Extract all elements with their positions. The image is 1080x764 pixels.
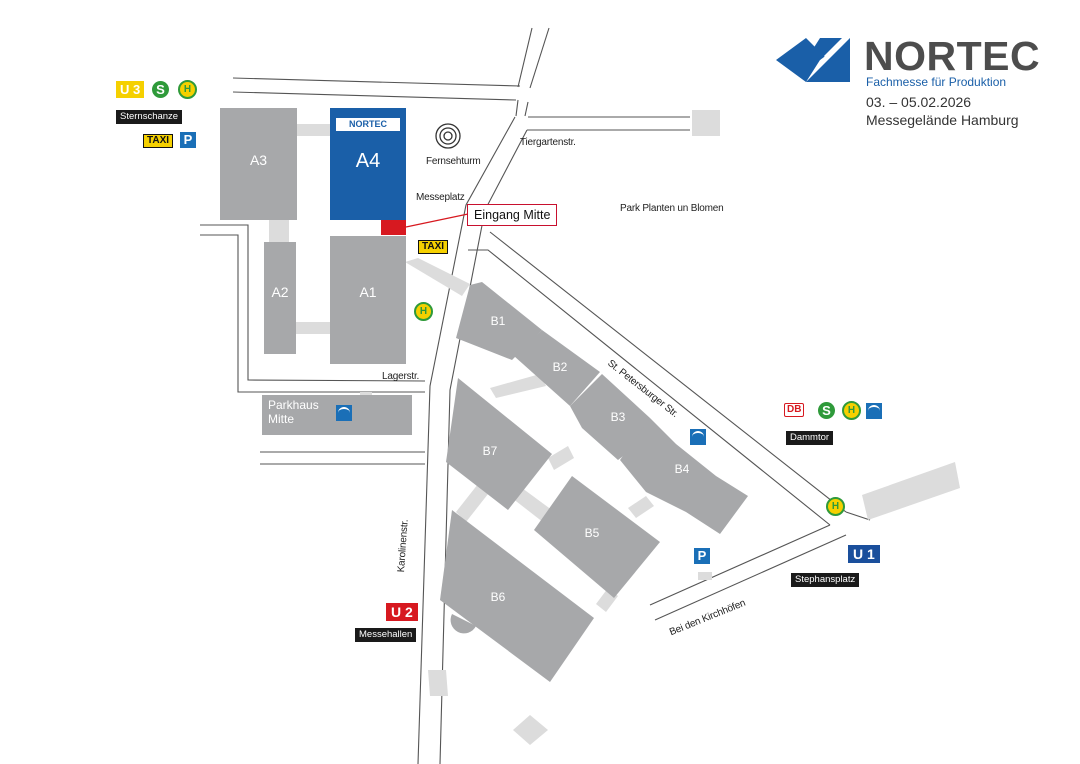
u1-badge: U 1: [848, 545, 880, 563]
hall-b2-label: B2: [552, 360, 568, 374]
taxi-sign-sternschanze: TAXI: [143, 134, 174, 148]
db-icon: DB: [784, 403, 805, 417]
park-label: Park Planten un Blomen: [620, 203, 724, 214]
entrance-marker: [381, 220, 406, 235]
u2-badge: U 2: [386, 603, 418, 621]
bus-stop-icon-stephansplatz: H: [826, 497, 845, 516]
hall-b4-label: B4: [674, 462, 690, 476]
brand-subtitle: Fachmesse für Produktion: [866, 75, 1007, 89]
event-venue: Messegelände Hamburg: [866, 112, 1019, 128]
hall-b7-label: B7: [482, 444, 498, 458]
parking-covered-icon-dammtor: [866, 403, 882, 419]
halls-a: [220, 108, 412, 435]
station-messehallen: Messehallen: [355, 628, 417, 642]
station-dammtor: Dammtor: [786, 431, 834, 445]
hall-b6-label: B6: [490, 590, 506, 604]
messeplatz-label: Messeplatz: [416, 192, 465, 203]
brand-name: NORTEC: [864, 33, 1041, 79]
bus-stop-icon-messe: H: [414, 302, 433, 321]
station-sternschanze: Sternschanze: [116, 110, 183, 124]
lagerstr-label: Lagerstr.: [382, 371, 420, 382]
hall-a2-label: A2: [271, 284, 289, 300]
hall-a4-label: A4: [355, 150, 381, 172]
parkhaus-p-icon: [336, 405, 352, 421]
a4-nortec-badge: NORTEC: [336, 118, 400, 131]
parking-covered-icon-b4: [690, 429, 706, 445]
tower-icon: [435, 123, 461, 149]
bus-stop-icon: H: [178, 80, 197, 99]
hall-a1-label: A1: [359, 284, 377, 300]
tiergartenstr-label: Tiergartenstr.: [520, 137, 576, 148]
hall-b5-label: B5: [584, 526, 600, 540]
parkhaus-label: Parkhaus Mitte: [268, 398, 319, 426]
u3-badge: U 3: [116, 81, 145, 98]
station-stephansplatz: Stephansplatz: [791, 573, 860, 587]
taxi-sign-messeplatz: TAXI: [418, 240, 449, 254]
entrance-pointer: [405, 213, 469, 228]
event-dates: 03. – 05.02.2026: [866, 94, 972, 110]
bus-stop-icon-dammtor: H: [842, 401, 861, 420]
hall-b3-label: B3: [610, 410, 626, 424]
hall-b1-label: B1: [490, 314, 506, 328]
hall-a3-label: A3: [249, 152, 268, 168]
s-bahn-icon: S: [152, 81, 169, 98]
fernsehturm-label: Fernsehturm: [426, 156, 481, 167]
s-bahn-icon-dammtor: S: [818, 402, 835, 419]
entrance-label: Eingang Mitte: [467, 204, 558, 226]
parking-icon: P: [180, 132, 196, 148]
nortec-logo-mark: [776, 38, 850, 82]
parking-icon-kirchhoefen: P: [694, 548, 710, 564]
halls-b: [440, 282, 748, 682]
